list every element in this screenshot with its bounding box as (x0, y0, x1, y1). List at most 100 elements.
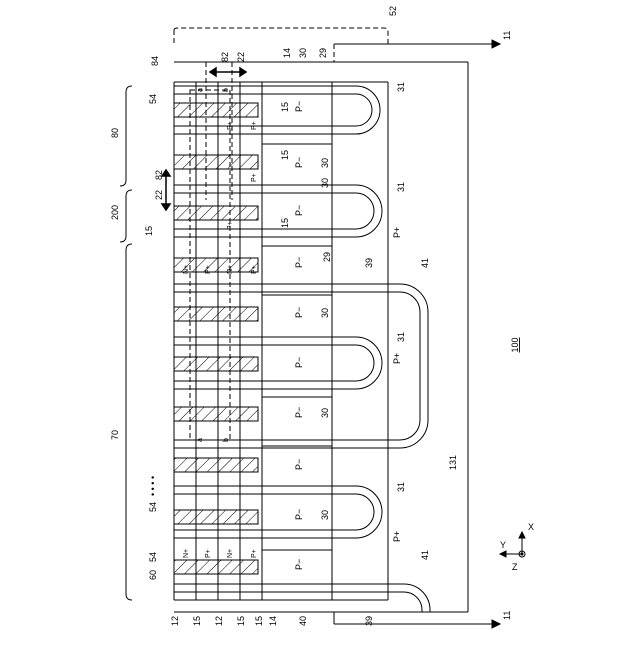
label-52: 52 (388, 6, 398, 16)
label-54-bot: 54 (148, 552, 158, 562)
label-15-3: 15 (280, 218, 290, 228)
label-p-minus-3: P− (294, 205, 304, 216)
label-p-plus-small-1: P+ (205, 265, 212, 274)
label-31-2: 31 (396, 182, 406, 192)
label-39-mid: 39 (364, 258, 374, 268)
label-54-top: 54 (148, 94, 158, 104)
label-80: 80 (110, 128, 120, 138)
label-11-top: 11 (502, 31, 512, 40)
bottom-trench-outer (174, 584, 430, 612)
label-p-minus-8: P− (294, 459, 304, 470)
label-131: 131 (448, 455, 458, 470)
label-p-plus-3: P+ (392, 531, 402, 542)
gate-electrode-6 (174, 357, 258, 371)
label-p-plus-small-8: P+ (227, 221, 234, 230)
bottom-label-40: 40 (298, 616, 308, 626)
label-22-mid: 22 (154, 190, 164, 200)
gate-electrode-2 (174, 155, 258, 169)
arrow-11-top-head (492, 40, 500, 48)
label-p-minus-9: P− (294, 509, 304, 520)
label-54-mid: 54 (148, 502, 158, 512)
bracket-52 (174, 28, 388, 44)
axis-label-z: Z (512, 562, 518, 572)
label-41-bottom: 41 (420, 550, 430, 560)
label-31-1: 31 (396, 82, 406, 92)
dim-arrow-top-right (240, 68, 246, 76)
label-p-plus-1: P+ (392, 227, 402, 238)
label-n-plus-2: N+ (227, 265, 234, 274)
axis-label-x: X (528, 522, 534, 532)
label-200: 200 (110, 205, 120, 220)
gate-electrode-1 (174, 103, 258, 117)
bracket-80 (120, 86, 132, 186)
label-device-100: 100 (510, 337, 520, 352)
label-p-minus-4: P− (294, 257, 304, 268)
label-p-minus-6: P− (294, 357, 304, 368)
label-84: 84 (150, 56, 160, 66)
bottom-label-14: 14 (268, 616, 278, 626)
label-30-top: 30 (298, 48, 308, 58)
label-p-plus-small-4: P+ (251, 549, 258, 558)
label-p-plus-small-5: P+ (227, 121, 234, 130)
label-30-1: 30 (320, 158, 330, 168)
label-p-minus-7: P− (294, 407, 304, 418)
label-30-2: 30 (320, 308, 330, 318)
bottom-label-15a: 15 (192, 616, 202, 626)
label-11-bottom: 11 (502, 611, 512, 620)
label-29-top: 29 (318, 48, 328, 58)
dim-arrow-mid-down (162, 204, 170, 210)
gate-electrode-5 (174, 307, 258, 321)
bottom-label-39: 39 (364, 616, 374, 626)
gate-electrode-9 (174, 510, 258, 524)
label-p-plus-small-3: P+ (205, 549, 212, 558)
label-31-3: 31 (396, 332, 406, 342)
label-n-plus-4: N+ (227, 549, 234, 558)
gate-electrode-8 (174, 458, 258, 472)
label-p-minus-1: P− (294, 101, 304, 112)
label-15-4: 15 (144, 226, 154, 236)
bottom-label-12b: 12 (214, 616, 224, 626)
label-14-top: 14 (282, 48, 292, 58)
gate-electrode-3 (174, 206, 258, 220)
bottom-label-15b: 15 (236, 616, 246, 626)
bracket-200 (120, 190, 132, 242)
label-15-2: 15 (280, 150, 290, 160)
label-p-minus-2: P− (294, 157, 304, 168)
label-p-minus-10: P− (294, 559, 304, 570)
arrow-11-bottom-head (492, 620, 500, 628)
label-30-4: 30 (320, 510, 330, 520)
label-41-top: 41 (420, 258, 430, 268)
label-31-4: 31 (396, 482, 406, 492)
bottom-label-15c: 15 (254, 616, 264, 626)
label-29-mid: 29 (322, 252, 332, 262)
label-a-bottom: a (197, 438, 204, 442)
label-70: 70 (110, 430, 120, 440)
gate-electrode-7 (174, 407, 258, 421)
label-15-1: 15 (280, 102, 290, 112)
label-p-plus-small-7: P+ (251, 173, 258, 182)
label-b-bottom: b (223, 438, 230, 442)
dim-arrow-top-left (210, 68, 216, 76)
label-60: 60 (148, 570, 158, 580)
bottom-label-12a: 12 (170, 616, 180, 626)
label-p-plus-small-6: P+ (251, 121, 258, 130)
label-30-5: 30 (320, 178, 330, 188)
label-22-top: 22 (236, 52, 246, 62)
label-p-plus-small-2: P+ (251, 265, 258, 274)
label-82-top: 82 (220, 52, 230, 62)
label-30-3: 30 (320, 408, 330, 418)
axis-y-head (500, 551, 506, 557)
label-dots: • • • • (148, 476, 158, 496)
label-b-top: b (223, 88, 230, 92)
label-a-top: a (197, 88, 204, 92)
bracket-70 (126, 244, 132, 600)
bottom-trench-inner (174, 592, 422, 612)
gate-electrode-10 (174, 560, 258, 574)
label-p-minus-5: P− (294, 307, 304, 318)
label-p-plus-2: P+ (392, 353, 402, 364)
label-n-plus-3: N+ (183, 549, 190, 558)
axis-x-head (519, 532, 525, 538)
axis-label-y: Y (500, 540, 506, 550)
